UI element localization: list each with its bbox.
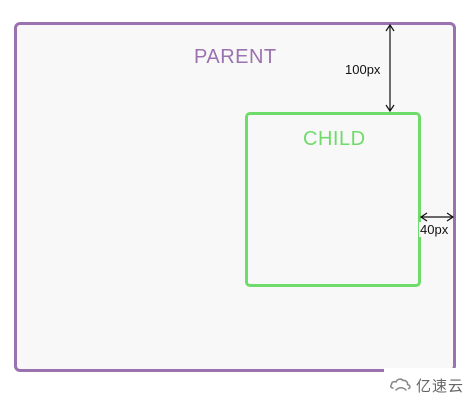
watermark: 亿速云 xyxy=(384,368,474,401)
right-offset-label: 40px xyxy=(419,222,450,237)
watermark-text: 亿速云 xyxy=(416,378,465,395)
child-label: CHILD xyxy=(303,128,366,150)
top-offset-label: 100px xyxy=(344,62,382,77)
child-box xyxy=(245,112,421,287)
parent-label: PARENT xyxy=(194,46,277,68)
cloud-logo-icon xyxy=(390,378,411,391)
